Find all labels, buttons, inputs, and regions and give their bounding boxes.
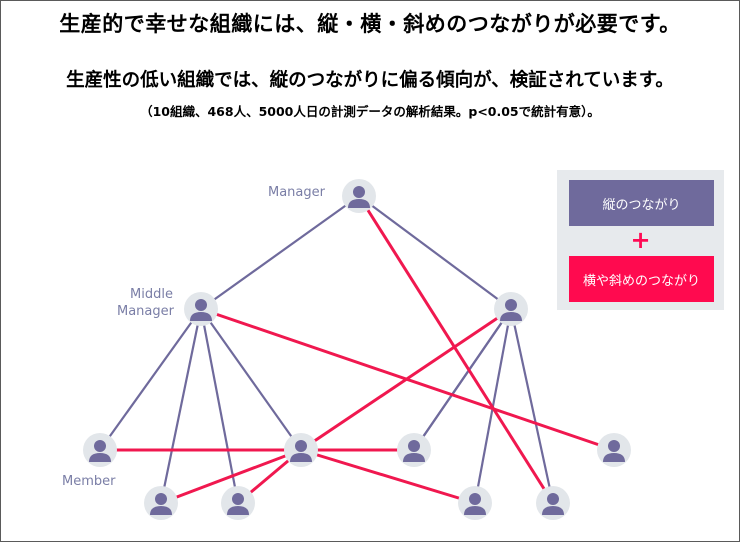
slide-title: 生産的で幸せな組織には、縦・横・斜めのつながりが必要です。 <box>59 12 681 36</box>
nodes-layer <box>83 179 631 520</box>
node-member-c <box>221 486 255 520</box>
person-head <box>408 440 420 452</box>
person-icon <box>542 493 564 515</box>
edge-vertical-middle-left-member-c <box>199 308 240 504</box>
person-body <box>150 506 172 515</box>
person-head <box>353 186 365 198</box>
person-body <box>348 199 370 208</box>
node-member-e <box>397 433 431 467</box>
person-head <box>94 440 106 452</box>
person-icon <box>227 493 249 515</box>
edge-vertical-middle-left-member-d <box>200 308 302 451</box>
edges-layer <box>99 195 615 505</box>
edge-cross-member-d-member-b <box>160 448 302 505</box>
person-head <box>547 493 559 505</box>
edge-vertical-middle-left-member-b <box>159 308 203 504</box>
edge-cross-member-d-member-g <box>300 448 476 505</box>
person-icon <box>348 186 370 208</box>
person-body <box>500 312 522 321</box>
legend-panel: 縦のつながり + 横や斜めのつながり <box>557 170 724 310</box>
label-manager: Manager <box>268 185 326 200</box>
person-icon <box>464 493 486 515</box>
edge-cross-manager-member-h <box>357 195 555 504</box>
node-middle-right <box>494 292 528 326</box>
edge-vertical-manager-middle-right <box>358 195 512 310</box>
person-icon <box>190 299 212 321</box>
node-member-h <box>536 486 570 520</box>
person-head <box>295 440 307 452</box>
node-member-a <box>83 433 117 467</box>
person-head <box>195 299 207 311</box>
person-head <box>155 493 167 505</box>
person-body <box>89 453 111 462</box>
person-icon <box>603 440 625 462</box>
node-middle-left <box>184 292 218 326</box>
edge-vertical-manager-middle-left <box>200 195 360 310</box>
edge-vertical-middle-left-member-a <box>99 308 202 451</box>
person-icon <box>403 440 425 462</box>
legend-cross-connection: 横や斜めのつながり <box>569 256 714 302</box>
person-icon <box>150 493 172 515</box>
person-body <box>227 506 249 515</box>
edge-vertical-middle-right-member-h <box>509 308 555 504</box>
edge-vertical-middle-right-member-f <box>413 308 512 451</box>
node-manager <box>342 179 376 213</box>
person-icon <box>290 440 312 462</box>
label-middle-line2: Manager <box>117 304 175 319</box>
person-body <box>403 453 425 462</box>
legend-plus-icon: + <box>630 226 651 254</box>
label-middle-line1: Middle <box>130 287 173 302</box>
person-head <box>469 493 481 505</box>
legend-vertical-connection: 縦のつながり <box>569 180 714 226</box>
person-body <box>542 506 564 515</box>
node-member-d <box>284 433 318 467</box>
person-body <box>290 453 312 462</box>
person-head <box>608 440 620 452</box>
slide-note: （10組織、468人、5000人日の計測データの解析結果。p<0.05で統計有意… <box>140 104 600 119</box>
person-body <box>603 453 625 462</box>
person-icon <box>89 440 111 462</box>
person-body <box>190 312 212 321</box>
person-icon <box>500 299 522 321</box>
label-member: Member <box>62 474 116 489</box>
person-head <box>505 299 517 311</box>
slide-subtitle: 生産性の低い組織では、縦のつながりに偏る傾向が、検証されています。 <box>66 70 674 91</box>
node-member-i <box>597 433 631 467</box>
node-member-b <box>144 486 178 520</box>
node-member-g <box>458 486 492 520</box>
labels-layer: Manager Middle Manager Member <box>62 185 326 489</box>
edge-cross-middle-right-member-d <box>300 307 512 452</box>
person-head <box>232 493 244 505</box>
person-body <box>464 506 486 515</box>
